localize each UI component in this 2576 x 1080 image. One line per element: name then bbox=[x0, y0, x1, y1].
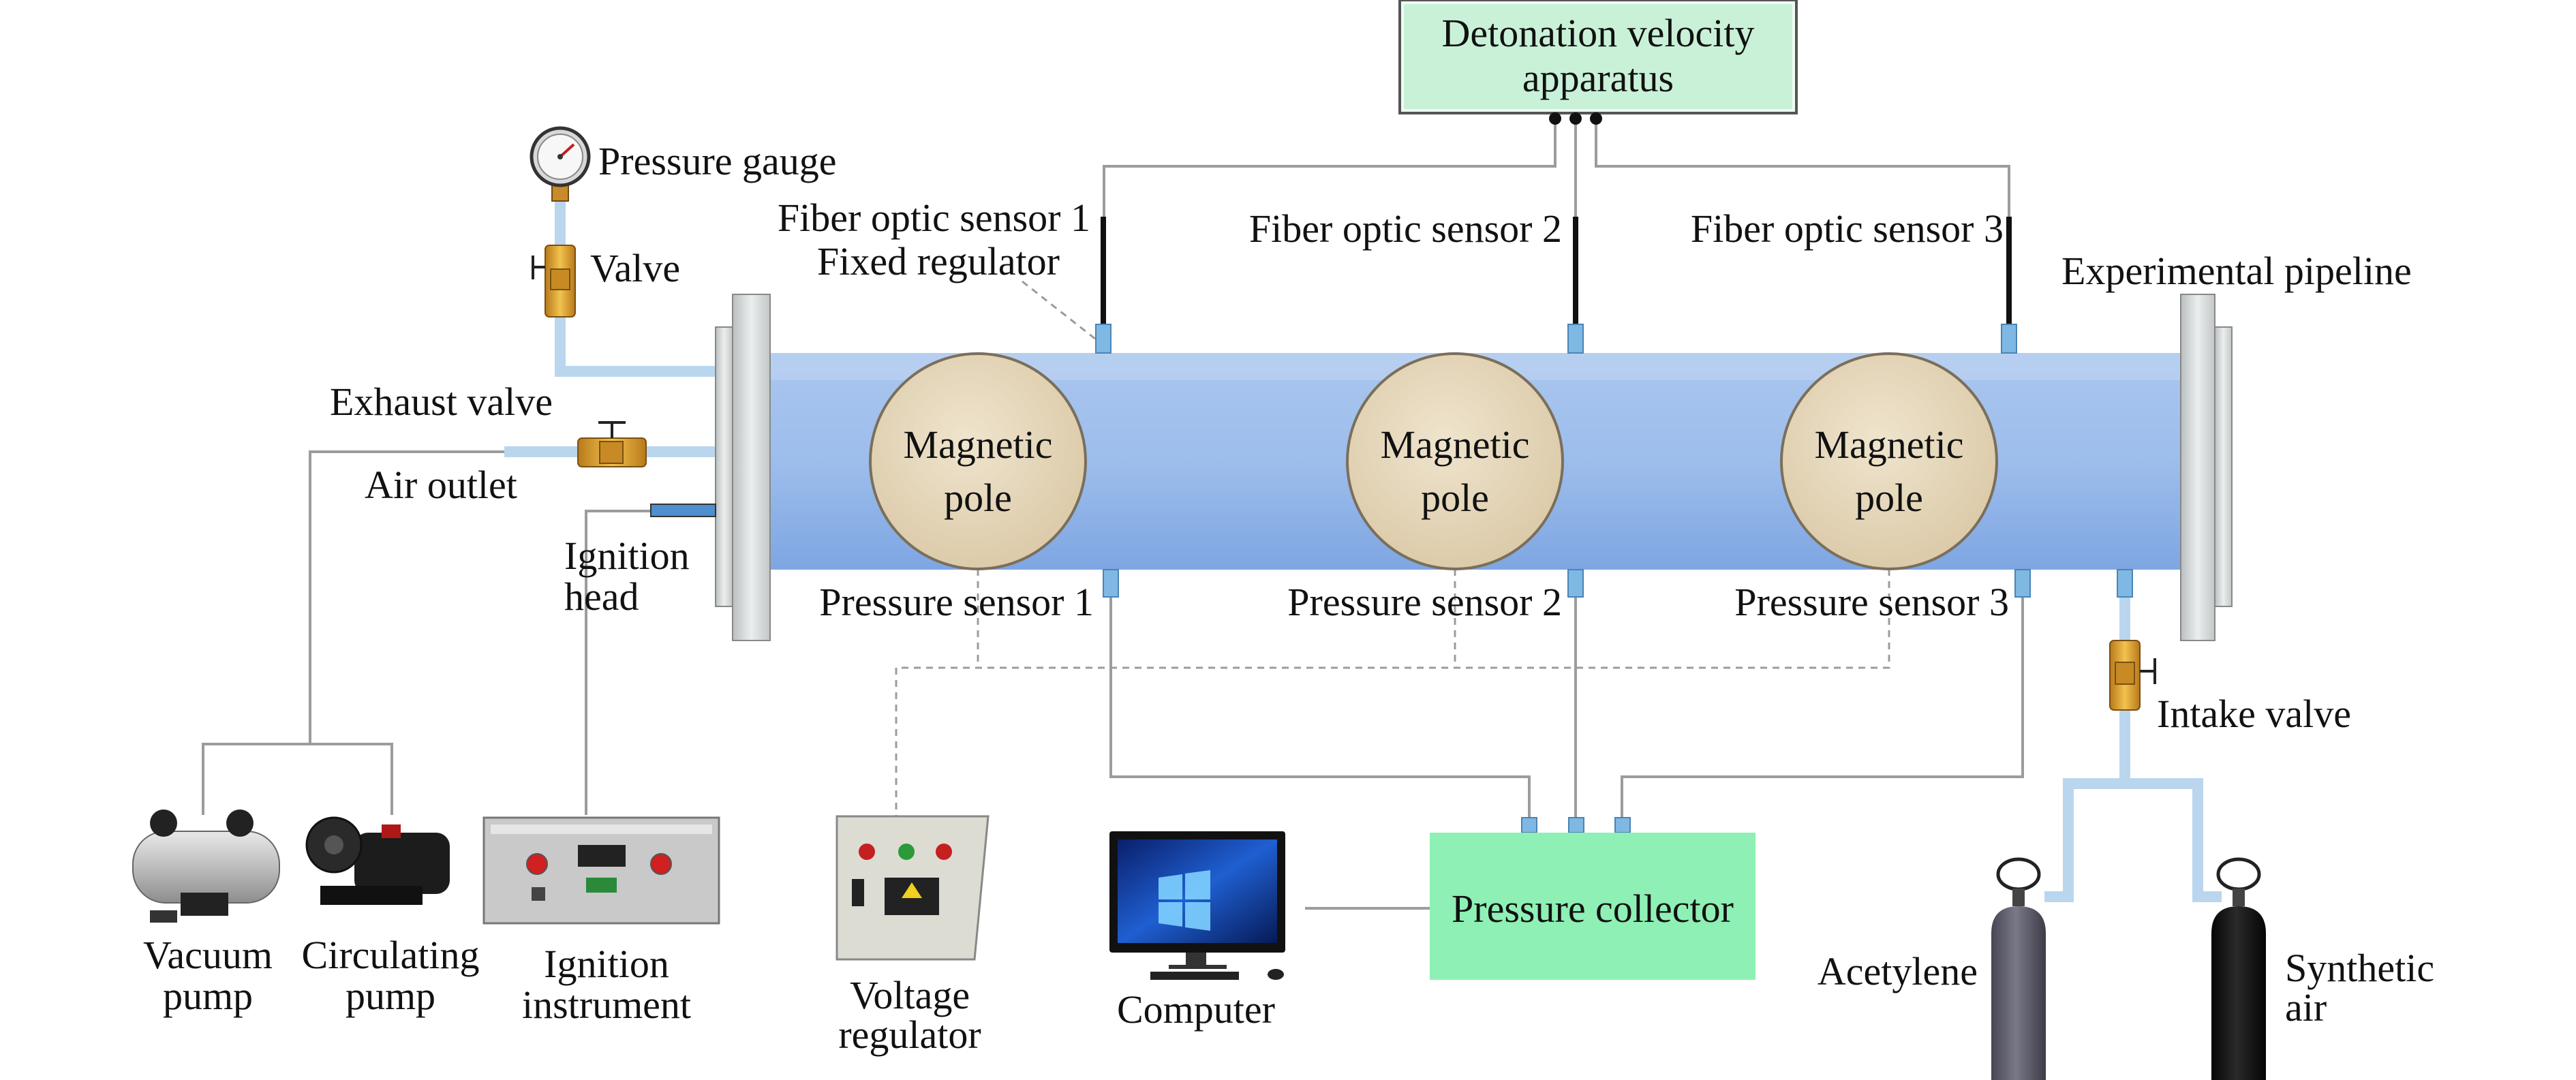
exhaust-valve-icon bbox=[577, 421, 647, 467]
exhaust-valve-label: Exhaust valve bbox=[330, 380, 553, 424]
air-outlet-label: Air outlet bbox=[365, 463, 517, 507]
computer-icon bbox=[1109, 831, 1285, 980]
fixed-regulator-label: Fixed regulator bbox=[817, 239, 1060, 283]
pressure-sensor-3-label: Pressure sensor 3 bbox=[1734, 580, 2009, 624]
connector-dot bbox=[1549, 112, 1561, 125]
magnetic-pole-1-label: Magnetic pole bbox=[903, 422, 1053, 520]
pressure-sensor-1-label: Pressure sensor 1 bbox=[819, 580, 1094, 624]
signal-wires bbox=[202, 114, 2024, 910]
fiber-sensor-3-label: Fiber optic sensor 3 bbox=[1690, 206, 2004, 251]
intake-valve-label: Intake valve bbox=[2157, 692, 2352, 736]
pressure-line-3 bbox=[1621, 586, 2024, 821]
pump-line bbox=[309, 450, 586, 744]
fiber-line-1 bbox=[1103, 114, 1557, 217]
magnetic-pole-1 bbox=[869, 352, 1087, 570]
fiber-line-3 bbox=[1595, 114, 2010, 217]
fiber-sensor-1-label: Fiber optic sensor 1 bbox=[777, 196, 1090, 240]
computer-label: Computer bbox=[1117, 987, 1275, 1032]
acetylene-cylinder-icon bbox=[1991, 857, 2046, 1080]
pressure-collector-box bbox=[1430, 817, 1755, 980]
left-flange bbox=[715, 326, 733, 607]
pressure-line-1 bbox=[1109, 586, 1531, 821]
magnetic-pole-3 bbox=[1780, 352, 1998, 570]
vacuum-pump-icon bbox=[132, 809, 280, 923]
ignition-instrument-icon bbox=[482, 816, 720, 925]
intake-line bbox=[2044, 571, 2130, 902]
synthetic-air-label: Synthetic air bbox=[2285, 946, 2435, 1030]
detonation-apparatus-label: Detonation velocity apparatus bbox=[1441, 11, 1755, 100]
magnetic-pole-3-label: Magnetic pole bbox=[1814, 422, 1964, 520]
magnetic-pole-2-label: Magnetic pole bbox=[1380, 422, 1530, 520]
acetylene-label: Acetylene bbox=[1817, 949, 1978, 993]
intake-valve-icon bbox=[2109, 640, 2156, 711]
vacuum-pump-label: Vacuum pump bbox=[142, 933, 273, 1018]
synthetic-air-cylinder-icon bbox=[2211, 857, 2266, 1080]
fiber-sensor-2-label: Fiber optic sensor 2 bbox=[1248, 206, 1562, 251]
circulating-pump-icon bbox=[305, 816, 450, 905]
magnetic-poles bbox=[869, 352, 1998, 570]
pressure-gauge-label: Pressure gauge bbox=[598, 139, 837, 183]
valve-icon bbox=[532, 245, 576, 318]
pressure-sensor-ports bbox=[1103, 569, 2133, 598]
pressure-sensor-2-label: Pressure sensor 2 bbox=[1287, 580, 1562, 624]
ignition-head bbox=[650, 504, 716, 517]
control-dashed-lines bbox=[895, 280, 1890, 816]
ignition-head-label: Ignition head bbox=[564, 534, 690, 619]
fiber-optic-sensors bbox=[1095, 217, 2017, 354]
pressure-gauge-icon bbox=[530, 126, 591, 202]
pressure-collector-label: Pressure collector bbox=[1452, 886, 1734, 931]
valve-label: Valve bbox=[590, 246, 681, 290]
right-flange bbox=[2180, 294, 2215, 641]
ignition-line bbox=[585, 510, 651, 815]
ignition-instrument-label: Ignition instrument bbox=[521, 942, 692, 1027]
connector-dot bbox=[1590, 112, 1602, 125]
magnetic-pole-2 bbox=[1346, 352, 1564, 570]
experimental-pipeline-label: Experimental pipeline bbox=[2061, 249, 2412, 293]
circulating-pump-label: Circulating pump bbox=[301, 933, 480, 1018]
voltage-regulator-icon bbox=[835, 815, 990, 961]
voltage-regulator-label: Voltage regulator bbox=[838, 973, 981, 1057]
connector-dot bbox=[1569, 112, 1582, 125]
detonation-apparatus-box bbox=[1398, 0, 1798, 125]
